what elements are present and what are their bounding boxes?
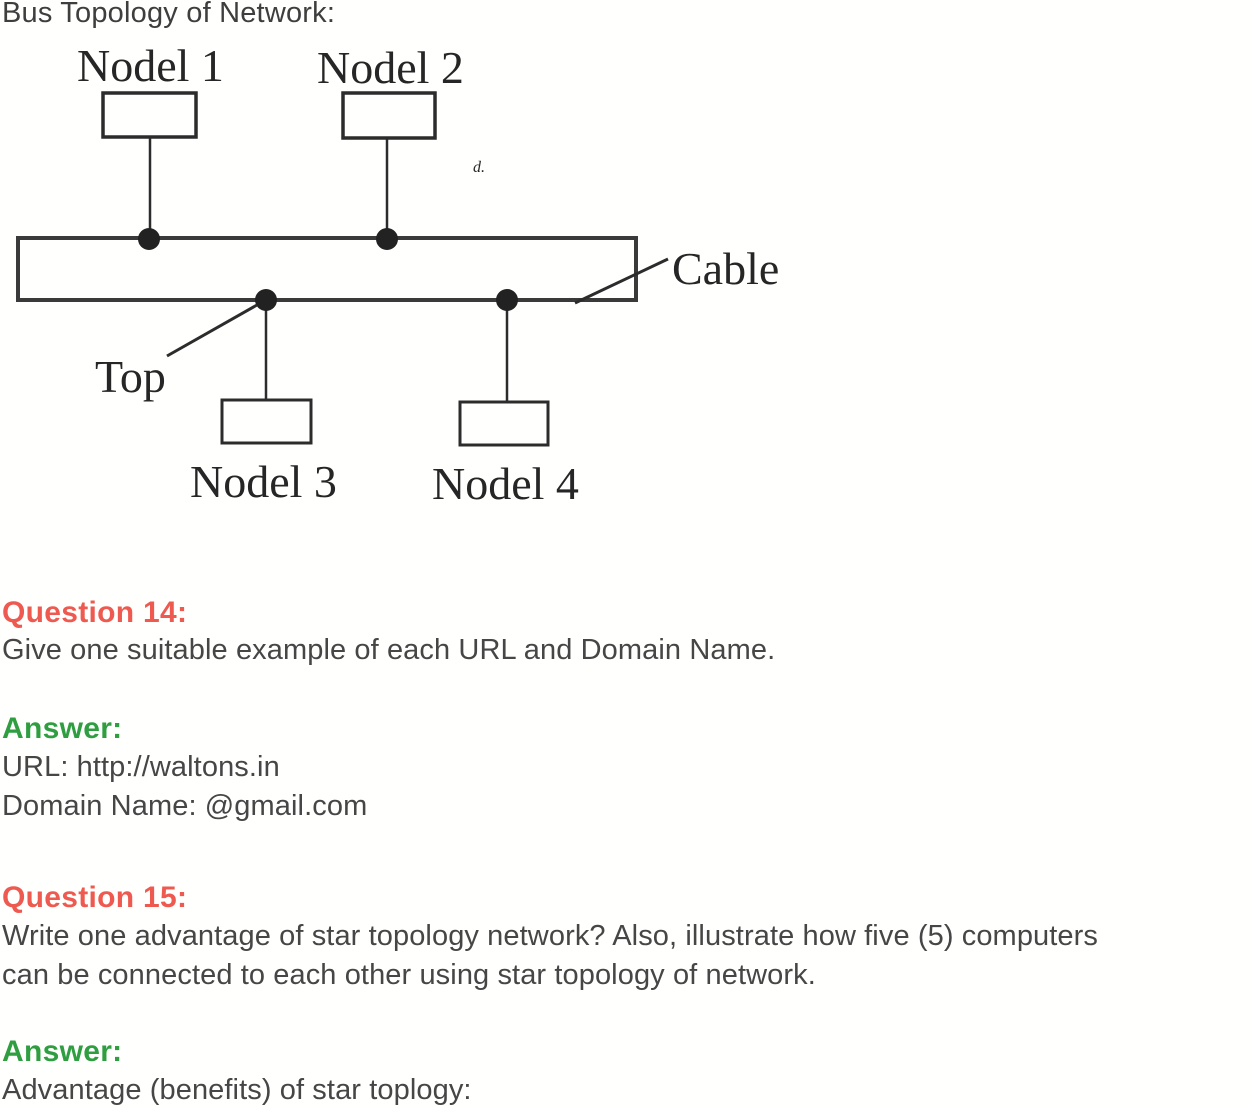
answer14-domain-line: Domain Name: @gmail.com xyxy=(2,790,368,822)
answer14-url-line: URL: http://waltons.in xyxy=(2,751,280,783)
scan-ink-artifact: d. xyxy=(473,159,485,176)
page-title: Bus Topology of Network: xyxy=(2,0,336,29)
tap-pointer-line xyxy=(166,303,258,358)
bus-cable-rect xyxy=(16,236,638,302)
cable-pointer-line xyxy=(574,257,669,305)
tap-dot-node4 xyxy=(496,289,518,311)
answer14-heading: Answer: xyxy=(2,712,123,745)
question14-heading: Question 14: xyxy=(2,596,188,629)
node4-box xyxy=(458,400,550,447)
answer15-text: Advantage (benefits) of star toplogy: xyxy=(2,1074,472,1106)
node3-label: Nodel 3 xyxy=(190,456,337,507)
node1-label: Nodel 1 xyxy=(77,40,224,91)
question15-heading: Question 15: xyxy=(2,881,188,914)
node1-box xyxy=(101,91,198,139)
bus-topology-diagram: Nodel 1 Nodel 2 Nodel 3 Nodel 4 Cable To… xyxy=(16,40,779,509)
tap-label: Top xyxy=(95,351,166,402)
tap-dot-node1 xyxy=(138,228,160,250)
node2-label: Nodel 2 xyxy=(317,42,464,93)
question15-text-line1: Write one advantage of star topology net… xyxy=(2,920,1099,952)
node2-box xyxy=(341,91,437,140)
tap-dot-node2 xyxy=(376,228,398,250)
cable-label: Cable xyxy=(672,243,779,294)
answer15-heading: Answer: xyxy=(2,1035,123,1068)
node3-box xyxy=(220,398,313,445)
question14-text: Give one suitable example of each URL an… xyxy=(2,634,776,666)
question15-text-line2: can be connected to each other using sta… xyxy=(2,959,816,991)
node4-label: Nodel 4 xyxy=(432,458,579,509)
tap-dot-node3 xyxy=(255,289,277,311)
